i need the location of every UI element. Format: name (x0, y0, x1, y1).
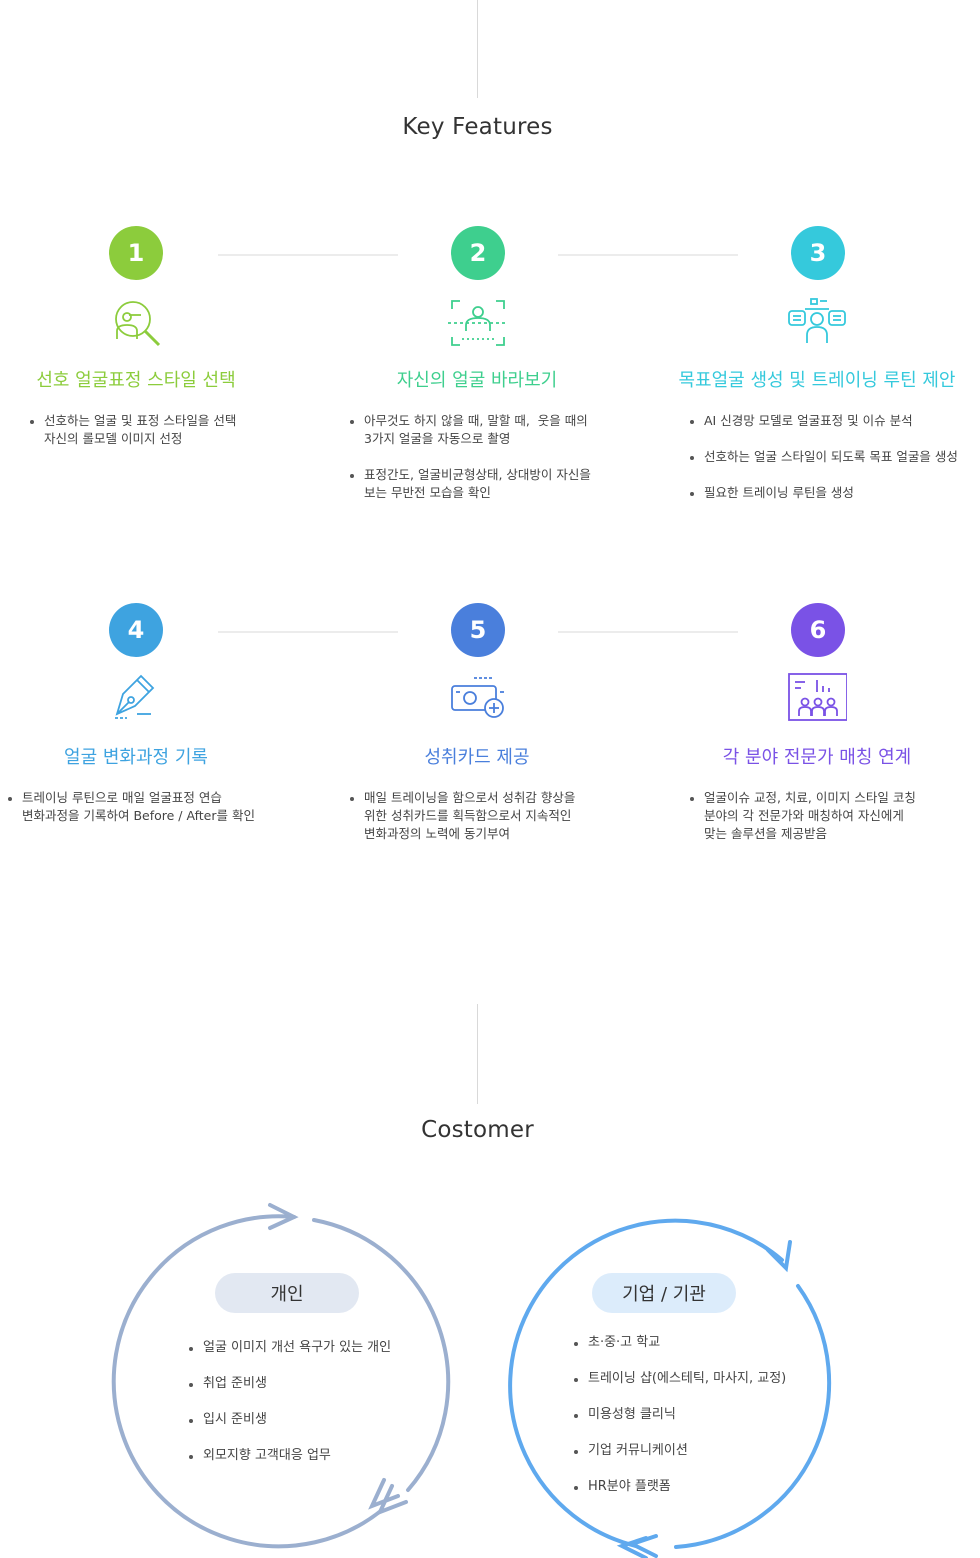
list-item: HR분야 플랫폼 (574, 1478, 786, 1514)
features-title: Key Features (402, 114, 553, 140)
customer-title: Costomer (421, 1117, 534, 1143)
list-item: 트레이닝 샵(에스테틱, 마사지, 교정) (574, 1370, 786, 1406)
list-item: 선호하는 얼굴 및 표정 스타일을 선택 자신의 롤모델 이미지 선정 (30, 412, 236, 448)
individual-cycle-circle (111, 1203, 451, 1549)
list-item: 입시 준비생 (189, 1411, 391, 1447)
list-item: 매일 트레이닝을 함으로서 성취감 향상을 위한 성취카드를 획득함으로서 지속… (350, 789, 575, 843)
ai-analysis-icon (788, 298, 846, 343)
list-item: 아무것도 하지 않을 때, 말할 때, 웃을 때의 3가지 얼굴을 자동으로 촬… (350, 412, 591, 448)
feature-title: 목표얼굴 생성 및 트레이닝 루틴 제안 (678, 370, 956, 391)
step-connector (558, 254, 738, 256)
feature-title: 자신의 얼굴 바라보기 (396, 370, 558, 391)
list-item: 취업 준비생 (189, 1375, 391, 1411)
individual-list: 얼굴 이미지 개선 욕구가 있는 개인 취업 준비생 입시 준비생 외모지향 고… (189, 1339, 391, 1483)
list-item: 미용성형 클리닉 (574, 1406, 786, 1442)
individual-pill-label: 개인 (215, 1273, 359, 1313)
corporate-cycle-circle (508, 1218, 832, 1558)
face-scan-icon (448, 300, 508, 346)
feature-description: AI 신경망 모델로 얼굴표정 및 이슈 분석 선호하는 얼굴 스타일이 되도록… (690, 412, 958, 520)
list-item: 선호하는 얼굴 스타일이 되도록 목표 얼굴을 생성 (690, 448, 958, 466)
achievement-card-icon (451, 677, 504, 718)
list-item: 표정간도, 얼굴비균형상태, 상대방이 자신을 보는 무반전 모습을 확인 (350, 466, 591, 502)
step-connector (218, 631, 398, 633)
expert-matching-icon (788, 673, 847, 721)
pen-record-icon (115, 674, 155, 719)
step-number-badge: 6 (791, 603, 845, 657)
face-search-icon (115, 301, 161, 347)
step-connector (558, 631, 738, 633)
list-item: 필요한 트레이닝 루틴을 생성 (690, 484, 958, 502)
list-item: 외모지향 고객대응 업무 (189, 1447, 391, 1483)
feature-description: 선호하는 얼굴 및 표정 스타일을 선택 자신의 롤모델 이미지 선정 (30, 412, 236, 466)
list-item: 기업 커뮤니케이션 (574, 1442, 786, 1478)
list-item: 얼굴 이미지 개선 욕구가 있는 개인 (189, 1339, 391, 1375)
step-number-badge: 3 (791, 226, 845, 280)
list-item: 트레이닝 루틴으로 매일 얼굴표정 연습 변화과정을 기록하여 Before /… (8, 789, 255, 825)
feature-title: 성취카드 제공 (424, 747, 530, 768)
step-number-badge: 5 (451, 603, 505, 657)
step-number-badge: 2 (451, 226, 505, 280)
feature-title: 얼굴 변화과정 기록 (64, 747, 208, 768)
step-connector (218, 254, 398, 256)
top-divider-line (477, 0, 478, 98)
feature-description: 트레이닝 루틴으로 매일 얼굴표정 연습 변화과정을 기록하여 Before /… (8, 789, 255, 843)
feature-title: 각 분야 전문가 매칭 연계 (722, 747, 912, 768)
list-item: 얼굴이슈 교정, 치료, 이미지 스타일 코칭 분야의 각 전문가와 매칭하여 … (690, 789, 916, 843)
middle-divider-line (477, 1004, 478, 1104)
feature-description: 얼굴이슈 교정, 치료, 이미지 스타일 코칭 분야의 각 전문가와 매칭하여 … (690, 789, 916, 861)
list-item: 초·중·고 학교 (574, 1334, 786, 1370)
feature-description: 매일 트레이닝을 함으로서 성취감 향상을 위한 성취카드를 획득함으로서 지속… (350, 789, 575, 861)
list-item: AI 신경망 모델로 얼굴표정 및 이슈 분석 (690, 412, 958, 430)
corporate-pill-label: 기업 / 기관 (592, 1273, 736, 1313)
feature-title: 선호 얼굴표정 스타일 선택 (36, 370, 236, 391)
feature-description: 아무것도 하지 않을 때, 말할 때, 웃을 때의 3가지 얼굴을 자동으로 촬… (350, 412, 591, 520)
corporate-list: 초·중·고 학교 트레이닝 샵(에스테틱, 마사지, 교정) 미용성형 클리닉 … (574, 1334, 786, 1514)
step-number-badge: 1 (109, 226, 163, 280)
step-number-badge: 4 (109, 603, 163, 657)
